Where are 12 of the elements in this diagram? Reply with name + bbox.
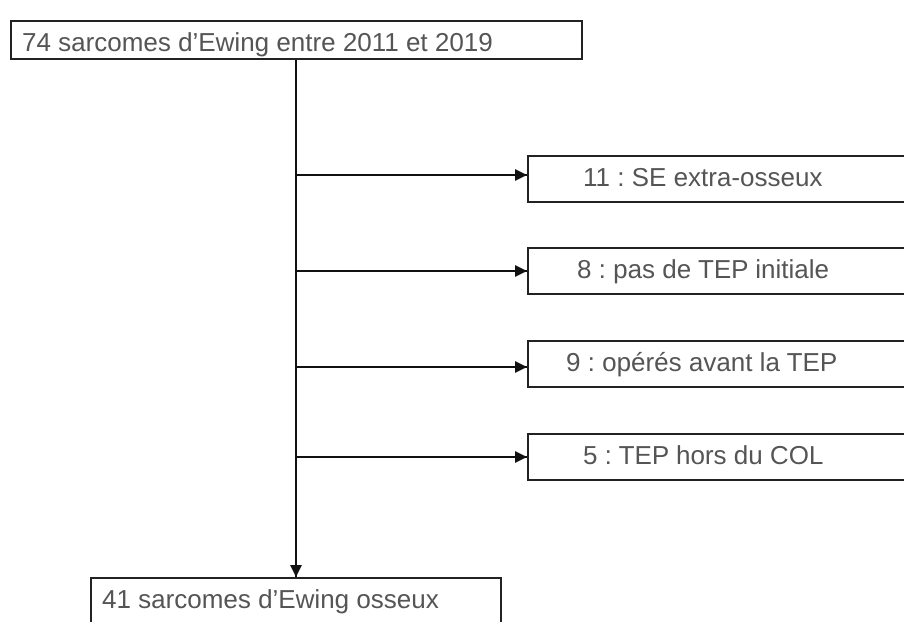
process-box [527,247,904,295]
box-label: 41 sarcomes d’Ewing osseux [102,583,439,615]
box-label: 5 : TEP hors du COL [583,439,824,471]
process-box [527,340,904,388]
process-box [10,20,583,60]
process-box [90,577,502,622]
box-label: 74 sarcomes d’Ewing entre 2011 et 2019 [22,26,493,58]
box-label: 9 : opérés avant la TEP [566,346,838,378]
box-label: 8 : pas de TEP initiale [577,253,829,285]
process-box [527,433,904,481]
process-box [527,155,904,203]
box-label: 11 : SE extra-osseux [583,161,822,193]
